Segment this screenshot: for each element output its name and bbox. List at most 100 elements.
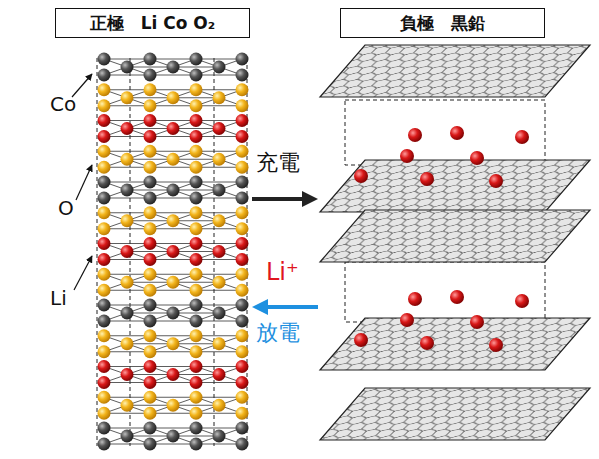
o-atom [98,407,111,420]
bond [104,167,150,168]
atom-layer [98,176,249,205]
co-atom [98,315,111,328]
o-atom [167,337,180,350]
bond [104,274,150,275]
co-atom [121,307,134,320]
o-atom [98,83,111,96]
atom-layer [98,206,249,235]
bond [104,151,150,152]
co-atom [190,176,203,189]
bond [127,282,173,283]
bond [150,413,196,414]
li-atom [190,114,203,127]
atom-layer [98,145,249,174]
co-atom [144,422,157,435]
li-atom [190,253,203,266]
li-atom [420,172,434,186]
o-atom [236,83,249,96]
o-atom [236,145,249,158]
bond [150,59,196,60]
co-atom [236,69,249,82]
o-atom [121,91,134,104]
o-atom [190,145,203,158]
o-atom [98,145,111,158]
bond [104,305,150,306]
o-atom [213,91,226,104]
bond [196,89,242,90]
bond [104,335,150,336]
bond [150,397,196,398]
cell-edge [97,58,98,446]
co-atom [167,430,180,443]
bond [196,366,242,367]
co-atom [190,422,203,435]
o-atom [190,222,203,235]
bond [150,105,196,106]
o-atom [144,83,157,96]
o-atom [98,268,111,281]
li-atom [190,360,203,373]
atom-layer [98,391,249,420]
o-atom [144,329,157,342]
ion-label: Li⁺ [266,260,299,284]
process-label: 放電 [256,322,300,344]
li-atom [144,130,157,143]
bond [104,444,150,445]
bond [104,243,150,244]
o-atom [144,268,157,281]
atom-layer [98,360,249,389]
bond [127,374,173,375]
bond [104,428,150,429]
li-atom [144,253,157,266]
bond [127,405,173,406]
co-atom [144,299,157,312]
co-atom [236,438,249,451]
co-atom [121,430,134,443]
li-atom [236,130,249,143]
bond [196,335,242,336]
bond [127,251,173,252]
atom-layer [98,329,249,358]
bond [173,97,219,98]
bond [150,305,196,306]
bond [150,382,196,383]
o-atom [236,99,249,112]
o-atom [213,337,226,350]
bond [150,335,196,336]
header-text: 正極 Li Co O₂ [90,14,216,33]
co-atom [236,299,249,312]
o-atom [98,284,111,297]
li-atom [144,114,157,127]
co-atom [144,315,157,328]
li-atom [167,368,180,381]
li-atom [213,245,226,258]
co-atom [236,315,249,328]
o-atom [121,337,134,350]
o-atom [213,276,226,289]
bond [196,382,242,383]
co-atom [98,69,111,82]
co-atom [213,61,226,74]
li-atom [121,245,134,258]
bond [173,251,219,252]
bond [104,136,150,137]
li-atom [213,368,226,381]
co-atom [236,176,249,189]
li-atom [121,122,134,135]
o-atom [121,153,134,166]
bond [150,120,196,121]
o-atom [236,329,249,342]
o-atom [144,161,157,174]
o-atom [236,222,249,235]
li-atom [400,149,414,163]
bond [150,366,196,367]
li-atom [98,114,111,127]
co-atom [190,438,203,451]
bond [196,351,242,352]
atom-label: Co [50,94,76,114]
atom-layer [98,237,249,266]
o-atom [190,345,203,358]
bond [104,366,150,367]
o-atom [144,284,157,297]
